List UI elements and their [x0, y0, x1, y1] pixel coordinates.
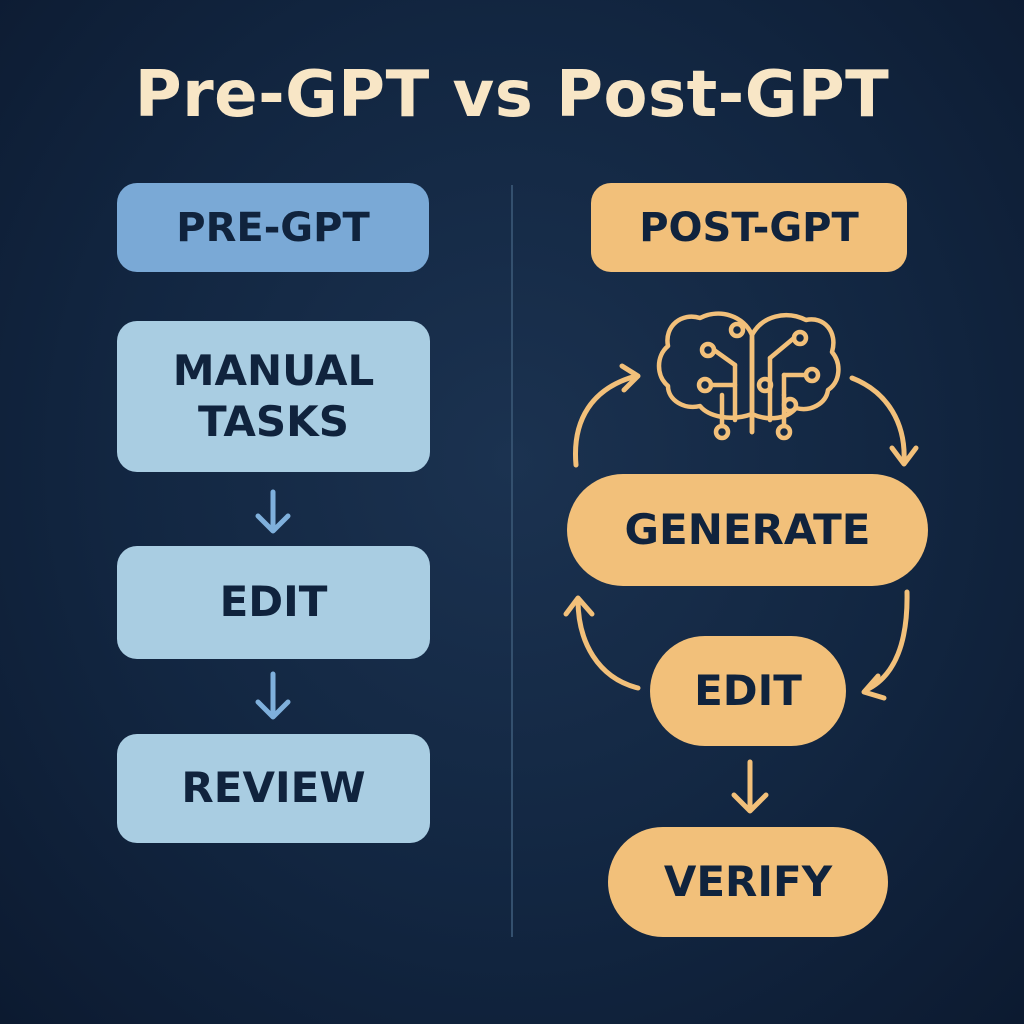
column-divider [511, 185, 513, 937]
post-step-verify: VERIFY [608, 827, 888, 937]
pre-step-edit: EDIT [117, 546, 430, 659]
brain-circuit-icon [656, 311, 841, 441]
pre-gpt-header: PRE-GPT [117, 183, 429, 272]
post-gpt-header: POST-GPT [591, 183, 907, 272]
post-step-edit: EDIT [650, 636, 846, 746]
cycle-arrow-right-down [849, 375, 919, 467]
pre-step-review: REVIEW [117, 734, 430, 843]
cycle-arrow-left-up [573, 363, 641, 468]
pre-arrow-2 [255, 671, 291, 720]
pre-arrow-1 [255, 489, 291, 534]
cycle-arrow-edit-to-generate [563, 595, 641, 691]
cycle-arrow-generate-to-edit [861, 589, 910, 701]
pre-step-manual-tasks: MANUAL TASKS [117, 321, 430, 472]
arrow-edit-to-verify [731, 759, 769, 814]
page-title: Pre-GPT vs Post-GPT [134, 58, 890, 132]
post-step-generate: GENERATE [567, 474, 928, 586]
